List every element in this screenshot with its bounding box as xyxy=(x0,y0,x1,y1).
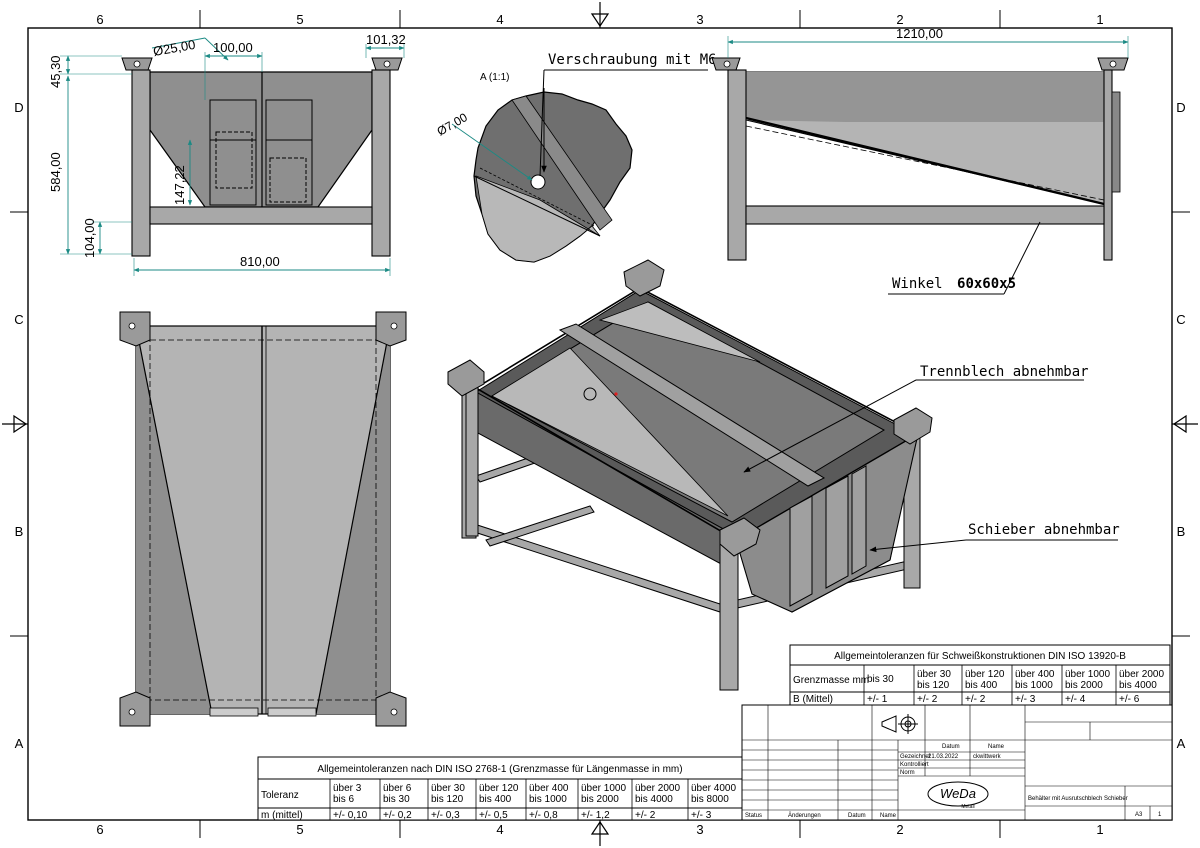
weld-value-cell: +/- 2 xyxy=(917,694,938,705)
detail-view-a: A (1:1) Verschraubung mit M6 Ø7,00 xyxy=(435,52,717,263)
weld-value-cell: +/- 4 xyxy=(1065,694,1086,705)
length-value-cell: +/- 2 xyxy=(635,810,656,821)
drawn-date: 21.03.2022 xyxy=(928,754,959,760)
dim-foot-height: 104,00 xyxy=(82,218,97,258)
detail-title: Verschraubung mit M6 xyxy=(548,52,717,68)
title-block: Datum Name Gezeichnet 21.03.2022 ckwittw… xyxy=(741,704,1173,821)
svg-text:Winkel 60x60x5: Winkel 60x60x5 xyxy=(892,276,1016,292)
length-value-cell: +/- 0,5 xyxy=(479,810,508,821)
length-row1-label: Toleranz xyxy=(261,790,299,801)
weld-value-cell: +/- 3 xyxy=(1015,694,1036,705)
col-name: Name xyxy=(880,813,897,819)
drawn-label: Gezeichnet xyxy=(900,754,931,760)
col-status: Status xyxy=(745,813,762,819)
col-label: 4 xyxy=(496,822,503,837)
company-logo: WeDa Metall xyxy=(927,781,989,810)
callout-angle-label: Winkel xyxy=(892,276,943,292)
dim-height: 584,00 xyxy=(48,152,63,192)
dim-hole-diameter: Ø7,00 xyxy=(435,110,471,139)
col-label: 2 xyxy=(896,12,903,27)
length-row2-label: m (mittel) xyxy=(261,810,303,821)
dim-slider-width: 100,00 xyxy=(213,40,253,55)
col-label: 3 xyxy=(696,822,703,837)
col-label: 1 xyxy=(1096,12,1103,27)
top-view xyxy=(119,311,407,727)
drawing-description: Behälter mit Ausrutschblech Schieber xyxy=(1028,796,1128,802)
side-view: 1210,00 Winkel 60x60x5 xyxy=(711,26,1129,295)
dim-width: 810,00 xyxy=(240,254,280,269)
dim-length: 1210,00 xyxy=(896,26,943,41)
col-label: 4 xyxy=(496,12,503,27)
callout-gate: Schieber abnehmbar xyxy=(968,522,1120,538)
length-value-cell: +/- 3 xyxy=(691,810,712,821)
dim-top-height: 45,30 xyxy=(48,55,63,88)
weld-table-title: Allgemeintoleranzen für Schweißkonstrukt… xyxy=(834,651,1126,662)
col-name-header: Name xyxy=(988,744,1005,750)
svg-text:WeDa: WeDa xyxy=(940,786,976,801)
row-label: C xyxy=(1176,312,1185,327)
checked-label: Kontrolliert xyxy=(900,762,929,768)
callout-angle-size: 60x60x5 xyxy=(957,276,1016,292)
row-label: A xyxy=(15,736,24,751)
dim-pipe-diameter: Ø25,00 xyxy=(152,37,197,59)
col-changes: Änderungen xyxy=(788,812,821,819)
front-view: 45,30 584,00 104,00 810,00 100,00 101,32… xyxy=(48,32,406,276)
weld-row2-label: B (Mittel) xyxy=(793,694,833,705)
length-value-cell: +/- 0,2 xyxy=(383,810,412,821)
col-label: 2 xyxy=(896,822,903,837)
detail-label: A (1:1) xyxy=(480,72,509,83)
row-label: B xyxy=(15,524,24,539)
row-label: C xyxy=(14,312,23,327)
row-label: A xyxy=(1177,736,1186,751)
row-label: D xyxy=(14,100,23,115)
col-date-header: Datum xyxy=(942,744,960,750)
weld-value-cell: +/- 2 xyxy=(965,694,986,705)
weld-tolerance-table: Allgemeintoleranzen für Schweißkonstrukt… xyxy=(789,644,1171,706)
drawn-name: ckwittwerk xyxy=(973,754,1002,760)
length-value-cell: +/- 0,8 xyxy=(529,810,558,821)
length-value-cell: +/- 0,10 xyxy=(333,810,368,821)
col-label: 6 xyxy=(96,12,103,27)
dim-slider-height: 147,22 xyxy=(172,165,187,205)
weld-value-cell: +/- 6 xyxy=(1119,694,1140,705)
sheet-size: A3 xyxy=(1135,812,1143,818)
callout-divider: Trennblech abnehmbar xyxy=(920,364,1089,380)
weld-row1-label: Grenzmasse mm xyxy=(793,675,869,686)
projection-symbol-icon xyxy=(881,714,918,734)
col-label: 5 xyxy=(296,822,303,837)
length-table-title: Allgemeintoleranzen nach DIN ISO 2768-1 … xyxy=(317,764,682,775)
row-label: D xyxy=(1176,100,1185,115)
col-label: 6 xyxy=(96,822,103,837)
col-date: Datum xyxy=(848,813,866,819)
col-label: 1 xyxy=(1096,822,1103,837)
length-value-cell: +/- 0,3 xyxy=(431,810,460,821)
length-tolerance-table: Allgemeintoleranzen nach DIN ISO 2768-1 … xyxy=(257,756,743,821)
col-label: 3 xyxy=(696,12,703,27)
dim-corner: 101,32 xyxy=(366,32,406,47)
length-value-cell: +/- 1,2 xyxy=(581,810,610,821)
svg-text:Metall: Metall xyxy=(961,804,974,810)
sheet-number: 1 xyxy=(1158,812,1162,818)
row-label: B xyxy=(1177,524,1186,539)
weld-header-cell: bis 30 xyxy=(867,674,894,685)
col-label: 5 xyxy=(296,12,303,27)
weld-value-cell: +/- 1 xyxy=(867,694,888,705)
norm-label: Norm xyxy=(900,770,915,776)
isometric-view: Trennblech abnehmbar Schieber abnehmbar xyxy=(447,259,1120,691)
